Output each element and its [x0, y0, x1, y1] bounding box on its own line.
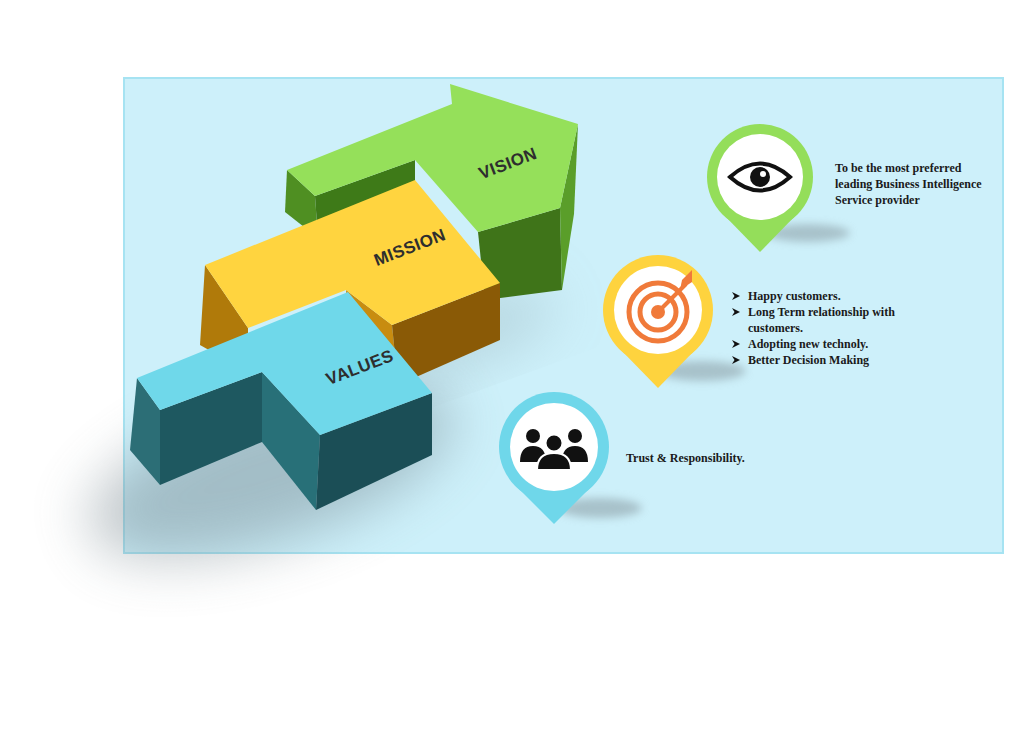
- vision-statement: To be the most preferred leading Busines…: [835, 160, 1000, 208]
- vision-pin: [707, 124, 850, 252]
- arrow-bullet: [731, 355, 741, 365]
- values-block: VALUES: [127, 290, 435, 513]
- arrow-bullet: [731, 339, 741, 349]
- values-statement: Trust & Responsibility.: [626, 450, 826, 466]
- mission-item: Long Term relationship with customers.: [748, 304, 920, 336]
- block-face: [137, 292, 432, 435]
- block-shape: [127, 290, 435, 513]
- mission-pin: [603, 255, 746, 388]
- mission-item: Better Decision Making: [748, 352, 920, 368]
- arrow-bullet: [731, 291, 741, 301]
- arrow-bullet: [731, 307, 741, 317]
- mission-item: Adopting new technoly.: [748, 336, 920, 352]
- mission-item: Happy customers.: [748, 288, 920, 304]
- values-pin: [499, 392, 642, 524]
